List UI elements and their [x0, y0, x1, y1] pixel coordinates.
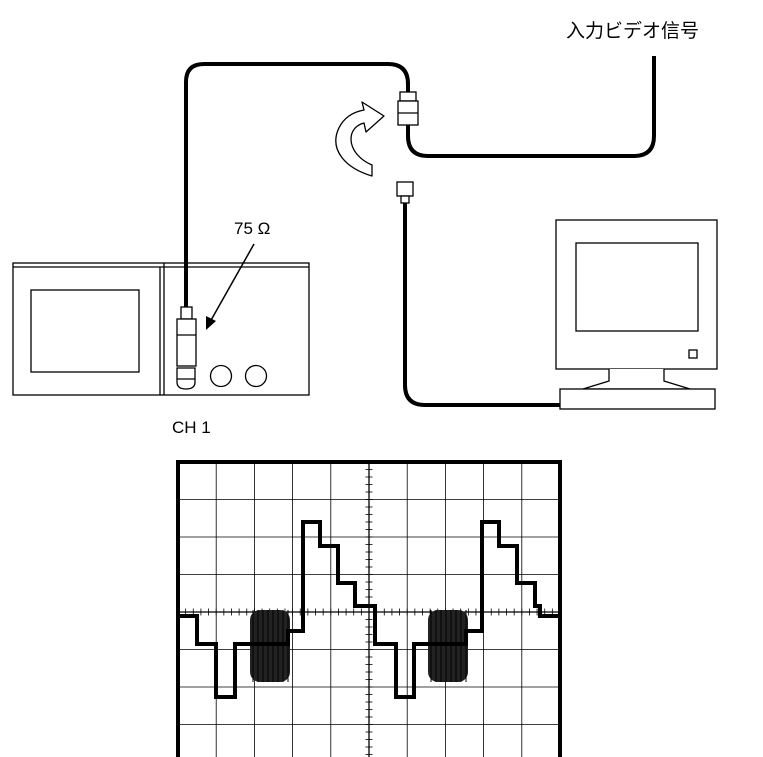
impedance-arrow	[206, 243, 255, 330]
scope-cable	[184, 62, 410, 307]
rotate-arrow-icon	[335, 101, 385, 177]
scope-display	[176, 460, 562, 757]
monitor-bnc-connector-icon	[396, 181, 414, 204]
monitor-cable	[403, 203, 560, 407]
graticule-ticks	[177, 461, 561, 755]
video-waveform-icon	[178, 520, 558, 699]
display-frame	[176, 460, 562, 757]
input-video-signal-label: 入力ビデオ信号	[566, 20, 700, 42]
video-source-cable	[406, 56, 656, 158]
monitor-icon	[555, 219, 718, 410]
video-bnc-connector-icon	[397, 91, 419, 126]
oscilloscope-icon	[12, 262, 310, 396]
impedance-label: 75 Ω	[234, 219, 271, 238]
scope-bnc-connector-icon	[176, 306, 197, 367]
channel-label: CH 1	[172, 418, 211, 437]
waveform-trace	[178, 520, 558, 699]
